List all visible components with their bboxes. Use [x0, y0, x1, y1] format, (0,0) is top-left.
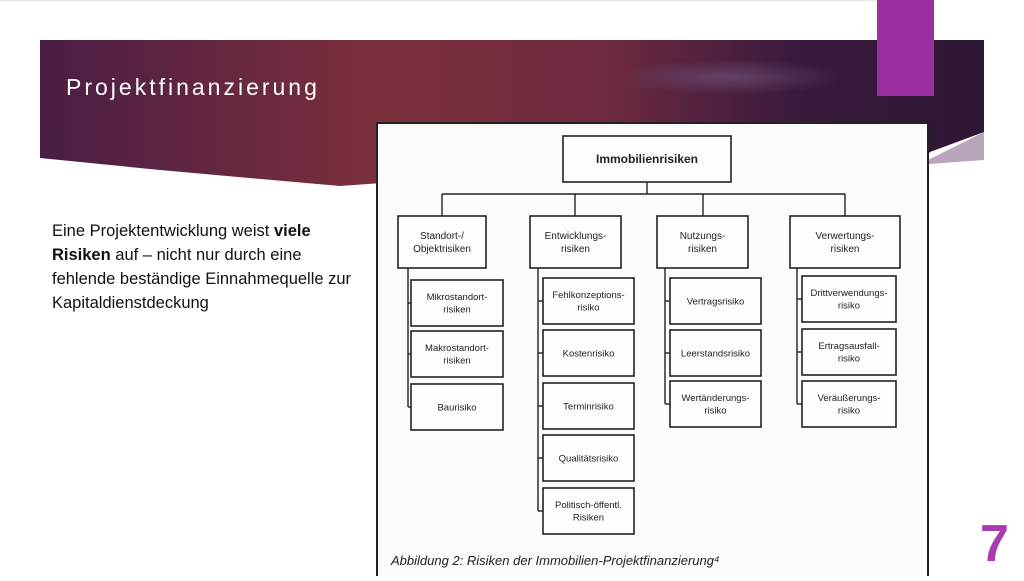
- risk-item-4-2-label: risiko: [838, 354, 860, 365]
- body-text-part-1: Eine Projektentwicklung weist: [52, 222, 274, 240]
- risk-item-2-1: [542, 277, 635, 325]
- risk-item-1-3-label: Baurisiko: [437, 402, 476, 413]
- column-header-2-label: risiken: [561, 244, 590, 255]
- risk-item-4-2-label: Ertragsausfall-: [818, 341, 879, 352]
- risk-item-3-1: [669, 277, 762, 325]
- column-header-1-label: Objektrisiken: [413, 244, 471, 255]
- risk-item-4-3-label: Veräußerungs-: [818, 393, 881, 404]
- risk-item-4-3-label: risiko: [838, 406, 860, 417]
- risk-item-4-1: [801, 275, 897, 323]
- column-header-3-label: risiken: [688, 244, 717, 255]
- risk-item-1-1-label: risiken: [443, 305, 470, 316]
- risk-item-1-1-label: Mikrostandort-: [427, 292, 488, 303]
- column-header-3-label: Nutzungs-: [680, 231, 726, 242]
- risk-item-3-3: [669, 380, 762, 428]
- root-node-label: Immobilienrisiken: [596, 152, 698, 166]
- risk-item-3-3-label: risiko: [704, 406, 726, 417]
- risk-item-2-3-label: Terminrisiko: [563, 401, 614, 412]
- risk-item-3-3-label: Wertänderungs-: [682, 393, 750, 404]
- risk-item-2-2-label: Kostenrisiko: [563, 348, 615, 359]
- root-node: [562, 135, 732, 183]
- accent-bar: [877, 0, 934, 96]
- risk-item-4-1-label: Drittverwendungs-: [810, 288, 887, 299]
- risk-item-2-1-label: risiko: [577, 303, 599, 314]
- risk-item-2-5-label: Risiken: [573, 513, 604, 524]
- risk-item-2-3: [542, 382, 635, 430]
- risk-item-4-3: [801, 380, 897, 428]
- column-header-1-label: Standort-/: [420, 231, 464, 242]
- body-text-part-3: auf – nicht nur durch eine fehlende best…: [52, 246, 352, 312]
- slide-title: Projektfinanzierung: [66, 74, 320, 100]
- risk-item-1-2-label: Makrostandort-: [425, 343, 489, 354]
- risk-item-3-1-label: Vertragsrisiko: [687, 296, 745, 307]
- risk-item-2-4-label: Qualitätsrisiko: [559, 453, 619, 464]
- figure-caption: Abbildung 2: Risiken der Immobilien-Proj…: [391, 553, 720, 568]
- body-text-emphasis: viele Risiken: [52, 222, 311, 264]
- risk-item-4-1-label: risiko: [838, 301, 860, 312]
- risk-item-2-2: [542, 329, 635, 377]
- column-header-4: [789, 215, 901, 269]
- risk-item-2-4: [542, 434, 635, 482]
- column-header-2: [529, 215, 622, 269]
- column-header-4-label: risiken: [831, 244, 860, 255]
- body-text: Eine Projektentwicklung weist viele Risi…: [52, 219, 352, 315]
- risk-item-3-2: [669, 329, 762, 377]
- risk-item-4-2: [801, 328, 897, 376]
- risk-item-1-3: [410, 383, 504, 431]
- risk-item-2-5: [542, 487, 635, 535]
- column-header-2-label: Entwicklungs-: [545, 231, 607, 242]
- risk-item-2-1-label: Fehlkonzeptions-: [552, 290, 624, 301]
- column-header-3: [656, 215, 749, 269]
- risk-item-1-2: [410, 330, 504, 378]
- risk-item-1-1: [410, 279, 504, 327]
- risk-item-2-5-label: Politisch-öffentl.: [555, 500, 622, 511]
- column-header-4-label: Verwertungs-: [816, 231, 875, 242]
- top-divider: [0, 0, 877, 1]
- slide-number: 7: [980, 515, 1009, 573]
- risk-item-3-2-label: Leerstandsrisiko: [681, 348, 750, 359]
- risk-item-1-2-label: risiken: [443, 356, 470, 367]
- column-header-1: [397, 215, 487, 269]
